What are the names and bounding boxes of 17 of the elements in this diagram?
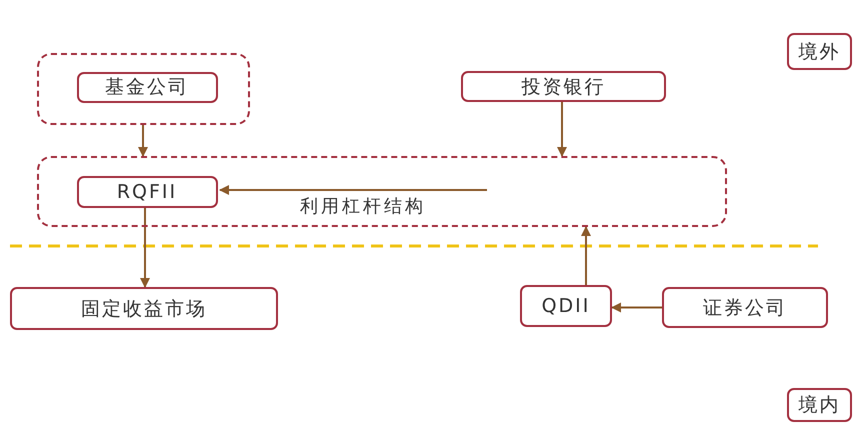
arrow <box>581 226 591 285</box>
arrow <box>138 125 148 157</box>
arrow <box>611 302 662 312</box>
entity-box: 基金公司 <box>76 72 218 102</box>
region-label-box: 境内 <box>787 388 852 422</box>
arrow <box>219 185 487 195</box>
dashed-group-box <box>37 156 727 227</box>
entity-box: QDII <box>520 285 612 327</box>
dashed-group-box <box>37 53 250 125</box>
entity-box: 固定收益市场 <box>10 287 278 330</box>
entity-box: 投资银行 <box>461 71 666 102</box>
edge-label: 利用杠杆结构 <box>300 195 426 218</box>
region-label-box: 境外 <box>787 33 852 70</box>
arrow <box>557 102 567 157</box>
entity-box: 证券公司 <box>662 287 828 328</box>
entity-box: RQFII <box>76 176 218 208</box>
arrow <box>140 208 150 288</box>
